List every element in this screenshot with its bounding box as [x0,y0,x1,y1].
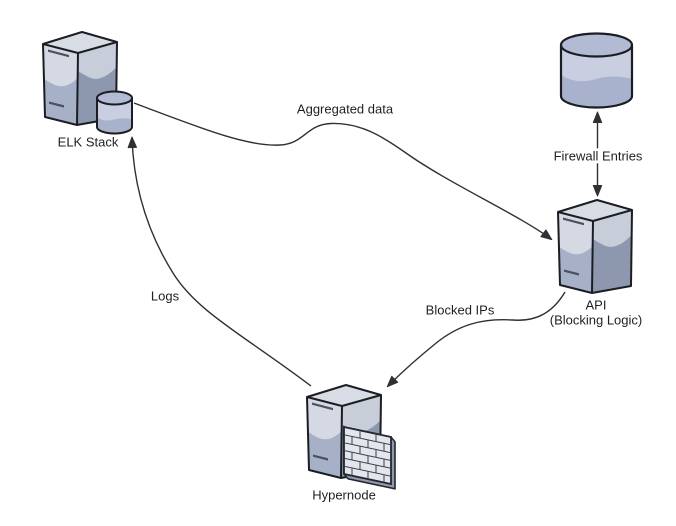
edge-blocked-ips[interactable] [386,291,566,388]
hypernode-label: Hypernode [312,487,376,503]
api-label-line1: API [585,297,607,313]
node-hypernode[interactable] [306,384,396,490]
node-api[interactable] [557,199,633,294]
firewall-entries-label: Firewall Entries [551,148,645,164]
logs-label: Logs [148,288,182,304]
edge-logs[interactable] [127,136,312,387]
elk-stack-label: ELK Stack [57,134,119,150]
node-elk-stack[interactable] [42,31,133,135]
api-label: API (Blocking Logic) [550,298,643,329]
blocked-ips-label: Blocked IPs [423,302,497,318]
server-icon [557,199,633,294]
database-icon [96,90,133,135]
edge-aggregated-data[interactable] [133,102,553,241]
node-firewall-database[interactable] [559,32,634,109]
firewall-icon [343,425,396,490]
aggregated-data-label: Aggregated data [294,101,396,117]
database-icon [559,32,634,109]
api-label-line2: (Blocking Logic) [549,313,643,328]
